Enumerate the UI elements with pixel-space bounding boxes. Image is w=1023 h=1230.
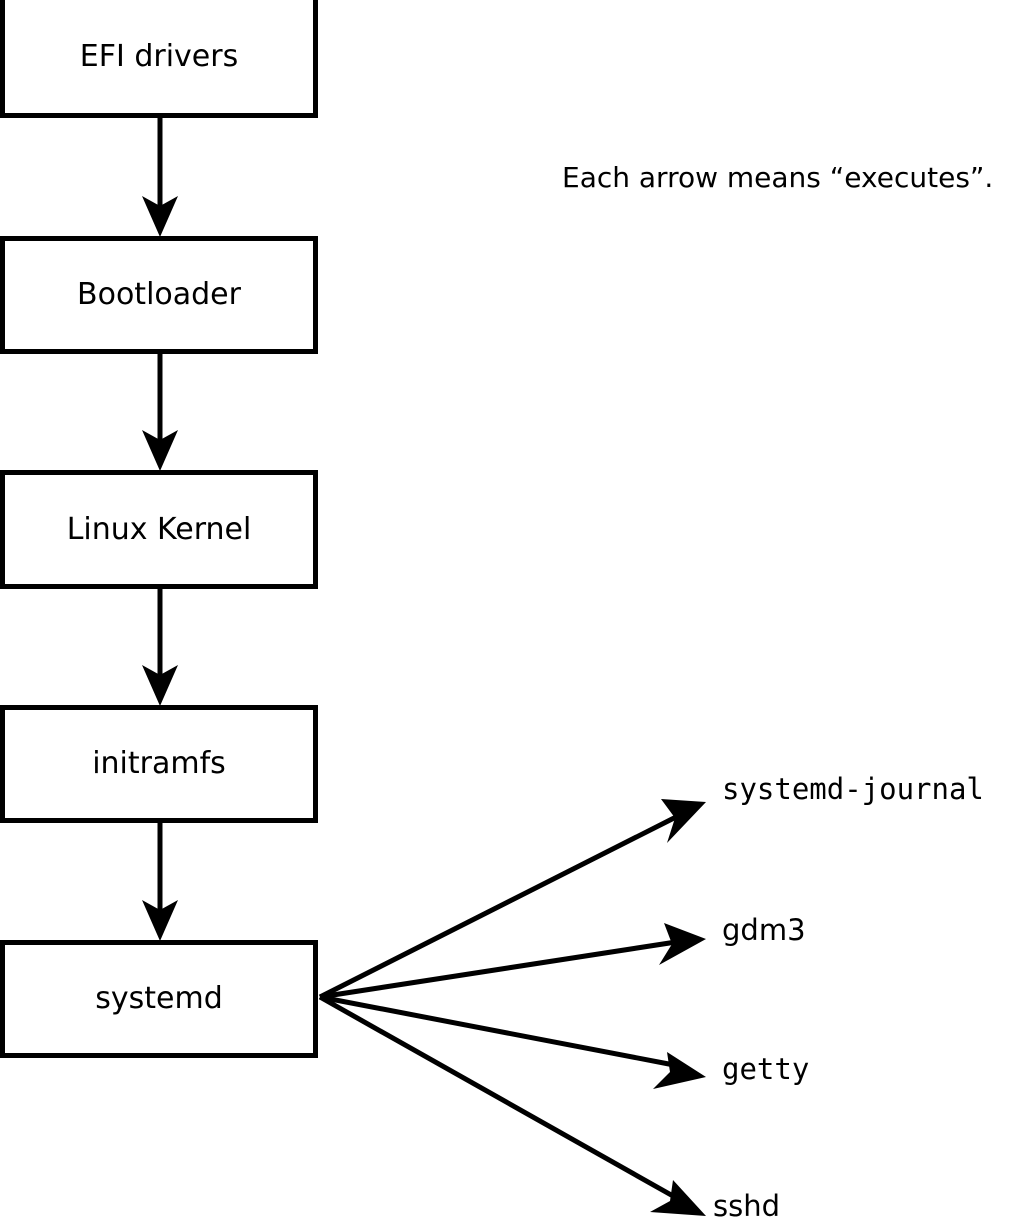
- service-text-getty: getty: [722, 1052, 810, 1086]
- service-text-systemd-journal: systemd-journal: [722, 772, 984, 806]
- arrow-efi-drivers-to-bootloader: [142, 118, 178, 237]
- node-label-linux-kernel: Linux Kernel: [66, 511, 252, 547]
- service-text-gdm3: gdm3: [722, 913, 806, 947]
- node-initramfs[interactable]: initramfs: [0, 705, 318, 823]
- service-label-getty[interactable]: getty: [722, 1055, 809, 1084]
- service-label-systemd-journal[interactable]: systemd-journal: [722, 775, 984, 804]
- arrow-initramfs-to-systemd: [142, 822, 178, 941]
- arrow-linux-kernel-to-initramfs: [142, 587, 178, 706]
- node-efi-drivers[interactable]: EFI drivers: [0, 0, 318, 118]
- arrow-systemd-to-systemd-journal: [318, 799, 706, 1000]
- service-text-sshd: sshd: [713, 1189, 781, 1223]
- node-linux-kernel[interactable]: Linux Kernel: [0, 470, 318, 589]
- arrow-systemd-to-getty: [319, 994, 706, 1089]
- service-label-gdm3[interactable]: gdm3: [722, 916, 806, 945]
- node-label-bootloader: Bootloader: [77, 277, 241, 312]
- arrow-systemd-to-gdm3: [319, 923, 706, 1000]
- legend-note: Each arrow means “executes”.: [562, 164, 993, 192]
- node-label-initramfs: initramfs: [92, 746, 226, 781]
- node-bootloader[interactable]: Bootloader: [0, 236, 318, 354]
- service-label-sshd[interactable]: sshd: [713, 1192, 780, 1221]
- node-label-systemd: systemd: [95, 981, 223, 1016]
- legend-note-text: Each arrow means “executes”.: [562, 161, 994, 194]
- arrow-systemd-to-sshd: [318, 994, 706, 1216]
- node-systemd[interactable]: systemd: [0, 940, 318, 1058]
- node-label-efi-drivers: EFI drivers: [79, 38, 239, 74]
- arrow-bootloader-to-linux-kernel: [142, 352, 178, 471]
